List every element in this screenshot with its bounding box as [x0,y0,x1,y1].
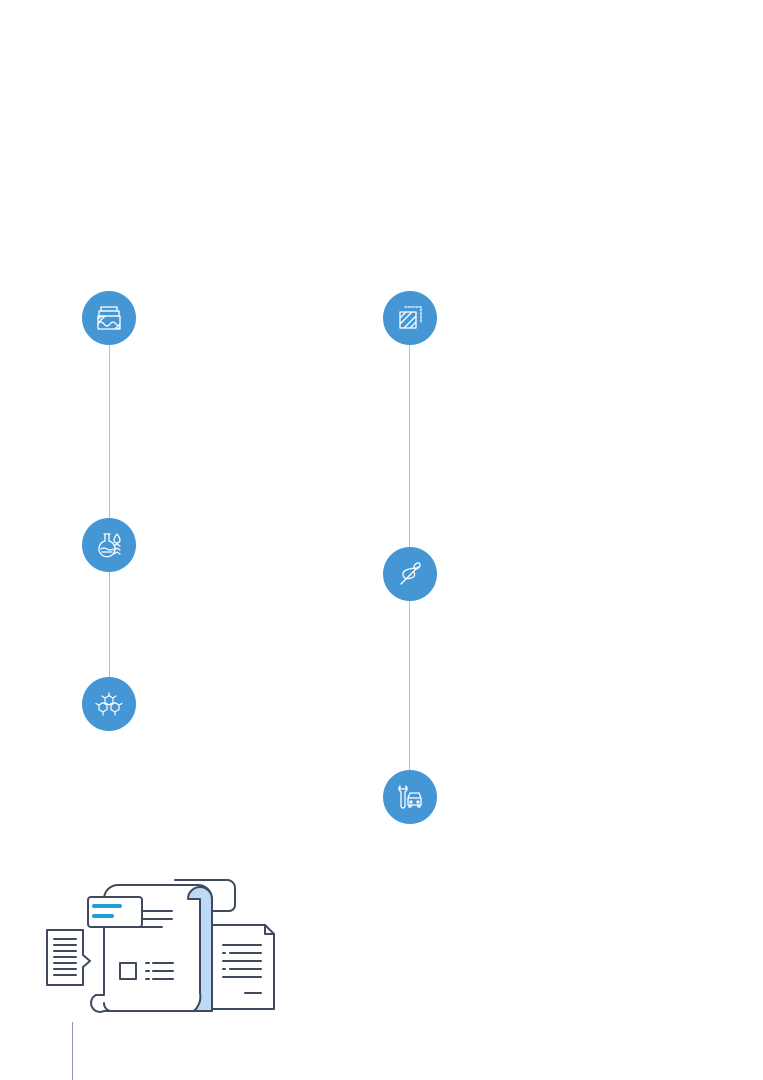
flask-drops-icon [98,533,121,558]
right-timeline-connector-2 [409,600,410,770]
factory-box-node [82,291,136,345]
needle-thread-icon [400,562,421,585]
molecule-node [82,677,136,731]
left-timeline-connector-2 [109,571,110,677]
document-scroll-icon [46,879,275,1013]
left-timeline-connector-1 [109,345,110,518]
car-repair-icon [398,785,422,809]
right-timeline-connector-1 [409,345,410,547]
document-scroll-illustration [40,875,285,1020]
flask-drops-node [82,518,136,572]
fabric-sample-icon [399,306,422,329]
molecule-icon [95,692,123,716]
needle-thread-node [383,547,437,601]
vertical-rule [72,1022,73,1080]
fabric-sample-node [383,291,437,345]
factory-box-icon [97,306,121,330]
car-repair-node [383,770,437,824]
